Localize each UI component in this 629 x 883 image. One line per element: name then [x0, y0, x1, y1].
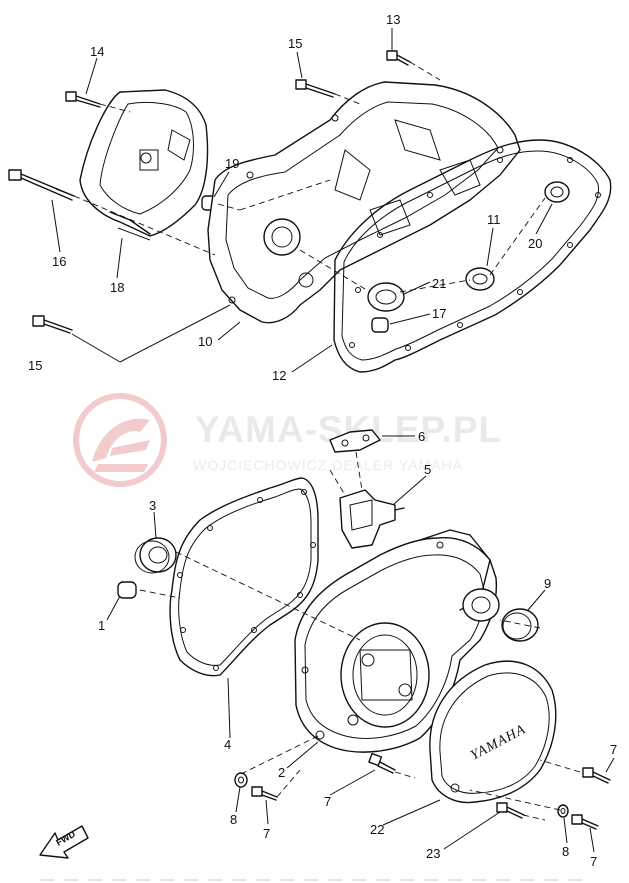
callout-21: 21 — [432, 276, 446, 291]
callout-12: 12 — [272, 368, 286, 383]
part-7-bolt-c — [582, 767, 611, 784]
part-22-outer-cover: YAMAHA — [429, 660, 557, 804]
callout-8-a: 8 — [230, 812, 237, 827]
part-6-bracket — [329, 429, 381, 453]
callout-23: 23 — [426, 846, 440, 861]
part-8-washer-a — [234, 772, 248, 788]
part-15-bolt-lower — [32, 315, 73, 334]
callout-7-b: 7 — [263, 826, 270, 841]
callout-4: 4 — [224, 737, 231, 752]
assembly-lines-upper — [71, 61, 546, 363]
callout-3: 3 — [149, 498, 156, 513]
watermark-subtitle: WOJCIECHOWICZ DEALER YAMAHA — [193, 457, 463, 473]
part-13-bolt — [386, 50, 411, 66]
part-9-plug — [501, 608, 539, 642]
part-21-oil-seal — [367, 282, 405, 312]
leader-lines — [51, 28, 615, 853]
callout-7-a: 7 — [324, 794, 331, 809]
part-7-bolt-d — [571, 814, 599, 830]
part-20-oil-seal — [544, 181, 570, 203]
callout-19: 19 — [225, 156, 239, 171]
part-15-bolt-upper — [295, 79, 336, 98]
callout-7-c: 7 — [610, 742, 617, 757]
part-12-gasket — [333, 139, 612, 373]
part-4-gasket — [169, 477, 319, 677]
watermark: YAMA-SKLEP.PL WOJCIECHOWICZ DEALER YAMAH… — [73, 393, 501, 487]
callout-22: 22 — [370, 822, 384, 837]
callout-15-lower: 15 — [28, 358, 42, 373]
part-23-bolt — [496, 802, 525, 819]
part-7-bolt-b — [251, 786, 278, 801]
part-16-long-bolt — [8, 169, 75, 201]
callout-1: 1 — [98, 618, 105, 633]
callout-9: 9 — [544, 576, 551, 591]
callout-numbers: 14 13 15 19 16 18 10 11 20 21 17 12 15 6… — [28, 12, 617, 869]
callout-20: 20 — [528, 236, 542, 251]
callout-17: 17 — [432, 306, 446, 321]
part-11-oil-seal — [465, 267, 495, 291]
callout-8-b: 8 — [562, 844, 569, 859]
part-7-bolt-a — [368, 752, 396, 774]
callout-13: 13 — [386, 12, 400, 27]
assembly-lines-lower — [139, 451, 581, 821]
part-17-dowel — [371, 317, 389, 333]
callout-5: 5 — [424, 462, 431, 477]
part-10-crankcase-cover — [207, 81, 521, 324]
fwd-arrow-icon: FWD — [39, 825, 89, 859]
part-3-oil-seal — [134, 537, 177, 574]
callout-2: 2 — [278, 765, 285, 780]
part-8-washer-b — [557, 804, 569, 818]
part-14-bolt — [65, 91, 101, 108]
callout-6: 6 — [418, 429, 425, 444]
dealer-logo-icon — [73, 393, 167, 487]
callout-7-d: 7 — [590, 854, 597, 869]
callout-10: 10 — [198, 334, 212, 349]
callout-18: 18 — [110, 280, 124, 295]
callout-16: 16 — [52, 254, 66, 269]
part-18-housing — [79, 89, 209, 241]
callout-15-upper: 15 — [288, 36, 302, 51]
part-5-guide — [339, 489, 405, 549]
callout-14: 14 — [90, 44, 104, 59]
callout-11: 11 — [487, 212, 501, 227]
part-1-dowel — [117, 581, 137, 599]
